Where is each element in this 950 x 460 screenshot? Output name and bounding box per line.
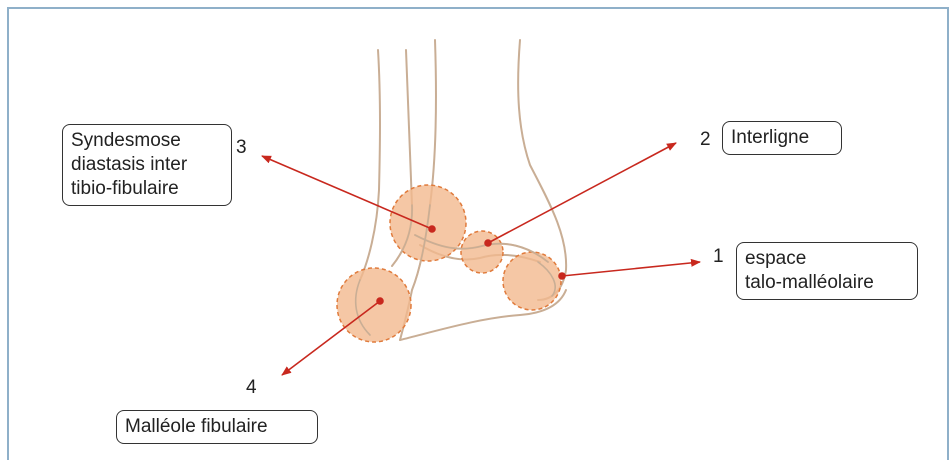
bone-overlay (354, 204, 556, 336)
dot-4 (376, 297, 384, 305)
number-3: 3 (236, 137, 247, 158)
dot-1 (558, 272, 566, 280)
arrows (261, 142, 701, 376)
arrow-3 (261, 155, 433, 230)
label-talo-malleolaire: espace talo-malléolaire (736, 242, 918, 300)
figure-frame (7, 7, 949, 460)
number-4: 4 (246, 377, 257, 398)
highlight-zones (336, 184, 562, 343)
zone-talo-malleolaire (502, 251, 562, 311)
zone-interligne (460, 230, 504, 274)
arrow-1 (561, 258, 701, 277)
dot-2 (484, 239, 492, 247)
dot-3 (428, 225, 436, 233)
fibula-outline-left (359, 49, 381, 281)
label-interligne: Interligne (722, 121, 842, 155)
number-2: 2 (700, 129, 711, 150)
number-1: 1 (713, 246, 724, 267)
arrow-2 (487, 142, 677, 244)
arrow-4 (281, 300, 381, 376)
label-malleole-fibulaire: Malléole fibulaire (116, 410, 318, 444)
label-syndesmose: Syndesmose diastasis inter tibio-fibulai… (62, 124, 232, 206)
heel-base-outline (399, 289, 567, 341)
